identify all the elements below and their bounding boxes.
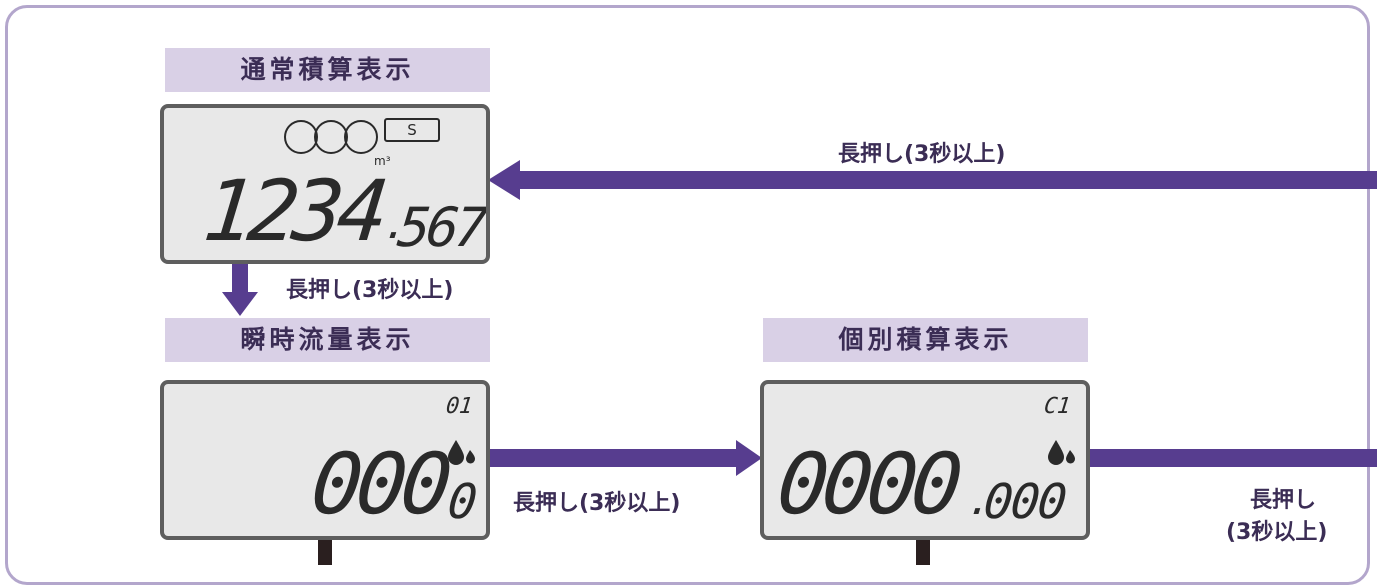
label-to-normal: 長押し(3秒以上) [838, 142, 1006, 167]
arrow-flow-to-individual-head [736, 440, 762, 476]
lcd-normal-digits-main: 1234 [198, 162, 388, 260]
lcd-normal: S m³ 1234 . 567 [160, 104, 490, 264]
title-normal: 通常積算表示 [165, 48, 490, 92]
arrow-down-head [222, 292, 258, 316]
indicator-circles-icon [284, 120, 378, 154]
label-flow-to-individual: 長押し(3秒以上) [513, 491, 681, 516]
badge-s: S [384, 118, 440, 142]
arrow-down-shaft [232, 264, 248, 294]
lcd-individual-digits-small: 000 [981, 474, 1068, 530]
lcd-flow-digits-main: 000 [306, 435, 451, 533]
lcd-flow: 01 000 0 [160, 380, 490, 540]
lcd-individual: C1 0000 . 000 [760, 380, 1090, 540]
connector-layer [222, 160, 1377, 476]
label-normal-to-flow: 長押し(3秒以上) [286, 278, 454, 303]
stem-flow [318, 538, 332, 565]
water-drop-icon [1048, 440, 1075, 465]
lcd-flow-digits-small: 0 [445, 474, 480, 530]
unit-label: m³ [374, 154, 391, 168]
arrow-to-normal-shaft [520, 171, 1377, 189]
label-individual-out-line1: 長押し [1250, 488, 1317, 513]
lcd-normal-digits-small: 567 [394, 196, 487, 259]
title-flow: 瞬時流量表示 [165, 318, 490, 362]
line-individual-out [1088, 449, 1377, 467]
arrow-to-normal-head [488, 160, 520, 200]
stem-individual [916, 538, 930, 565]
water-drop-icon [448, 440, 475, 465]
label-individual-out-line2: (3秒以上) [1226, 520, 1328, 545]
title-individual: 個別積算表示 [763, 318, 1088, 362]
arrow-flow-to-individual-shaft [488, 449, 738, 467]
lcd-individual-digits-main: 0000 [772, 435, 962, 533]
